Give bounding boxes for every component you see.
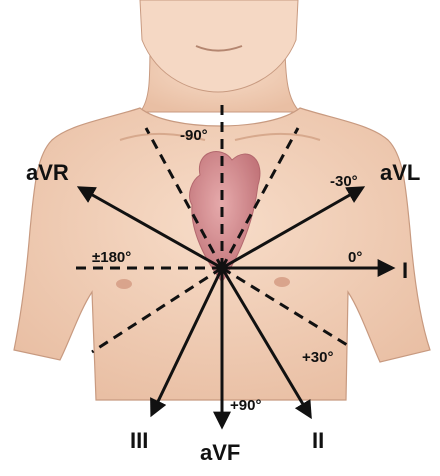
- label-aVF: aVF: [200, 440, 240, 465]
- angle-plus30: +30°: [302, 349, 333, 366]
- center-origin: [217, 263, 227, 273]
- nipple-left: [116, 279, 132, 289]
- angle-plus90: +90°: [230, 397, 261, 414]
- angle-minus90: -90°: [180, 127, 208, 144]
- label-III: III: [130, 428, 148, 453]
- angle-plus-minus180: ±180°: [92, 249, 131, 266]
- angle-minus30: -30°: [330, 173, 358, 190]
- label-I: I: [402, 258, 408, 283]
- label-aVR: aVR: [26, 160, 69, 185]
- nipple-right: [274, 277, 290, 287]
- label-aVL: aVL: [380, 160, 420, 185]
- label-II: II: [312, 428, 324, 453]
- angle-zero: 0°: [348, 249, 362, 266]
